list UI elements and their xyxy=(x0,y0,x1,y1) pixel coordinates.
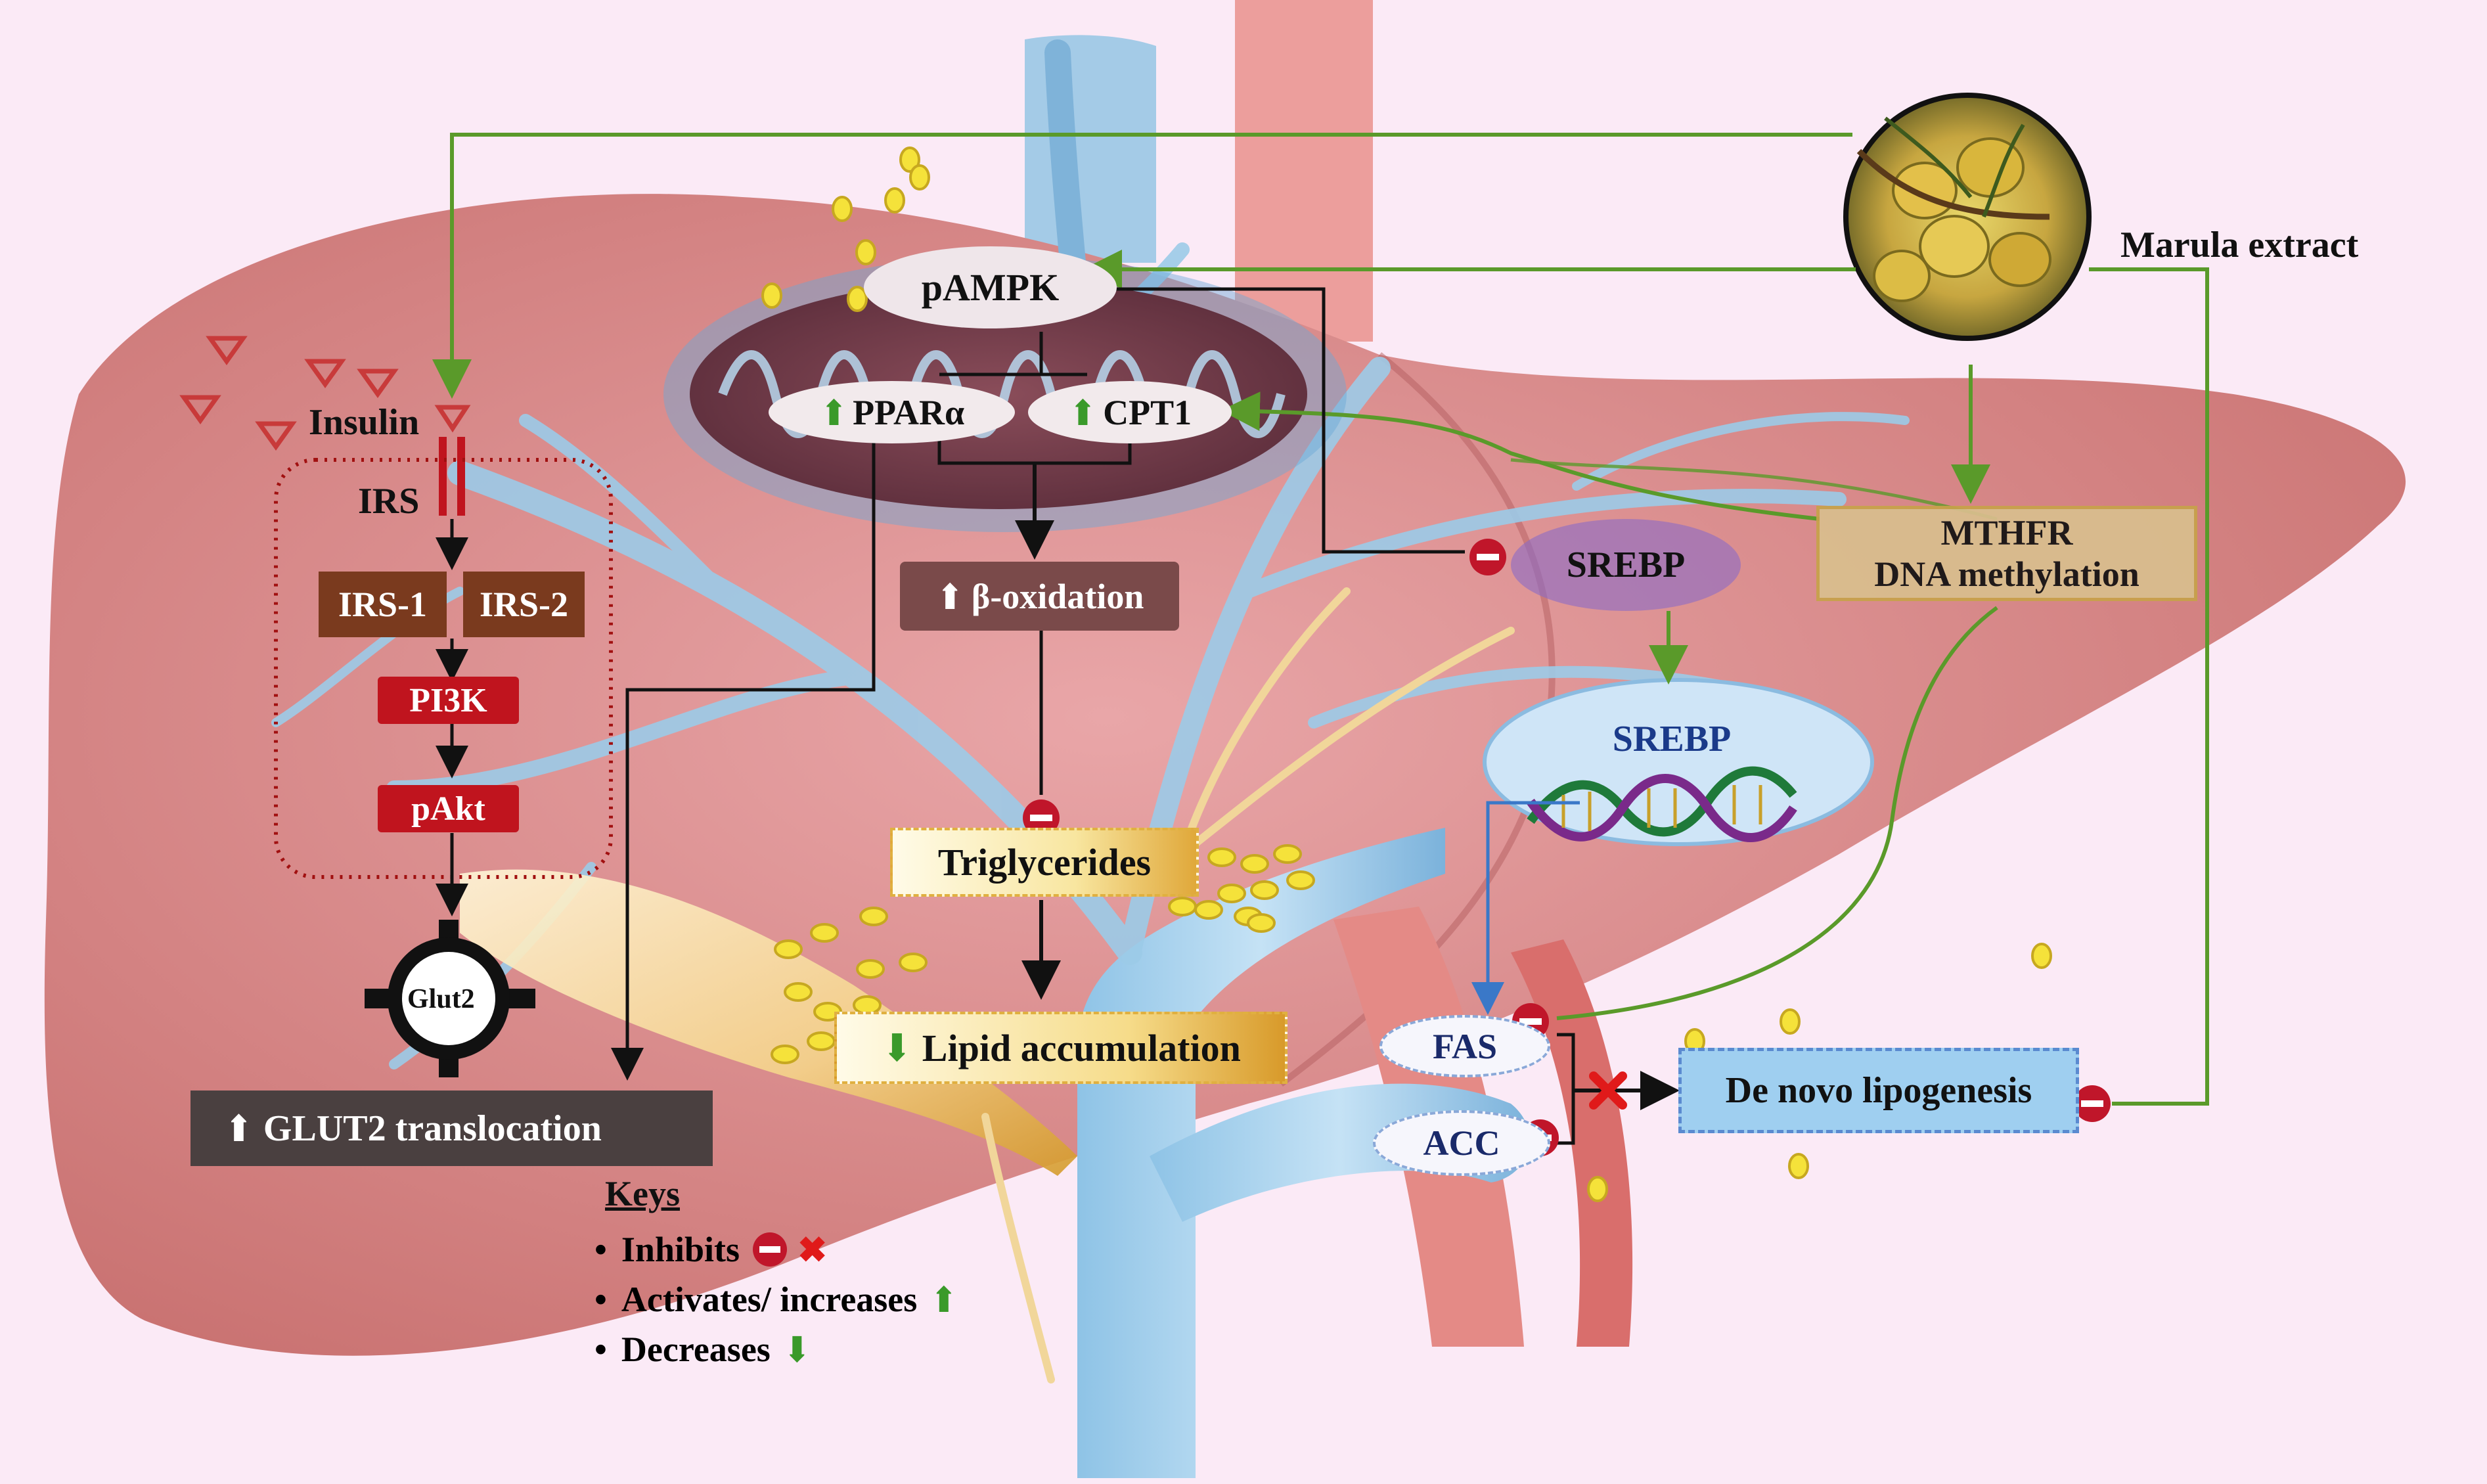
legend-title: Keys xyxy=(605,1174,680,1213)
fas-ellipse: FAS xyxy=(1379,1015,1550,1077)
up-arrow-icon: ⬆ xyxy=(935,577,965,617)
inhibit-icons xyxy=(1023,539,2111,1156)
legend-item-activates: • Activates/ increases ⬆ xyxy=(594,1274,959,1324)
receptor-bar-right xyxy=(457,437,465,516)
legend: Keys • Inhibits ✖ • Activates/ increases… xyxy=(594,1176,959,1370)
glut2-translocation-box: ⬆ GLUT2 translocation xyxy=(190,1091,713,1166)
pampk-label: pAMPK xyxy=(921,266,1060,309)
down-arrow-icon: ⬇ xyxy=(782,1330,813,1370)
up-arrow-icon: ⬆ xyxy=(223,1108,254,1150)
srebp-protein-label-wrap: SREBP xyxy=(1524,539,1728,591)
bile-ducts xyxy=(981,587,1515,1383)
lipid-accumulation-box: ⬇ Lipid accumulation xyxy=(834,1012,1288,1084)
down-arrow-icon: ⬇ xyxy=(881,1027,913,1069)
legend-activates-label: Activates/ increases xyxy=(621,1280,918,1319)
bullet-icon: • xyxy=(594,1230,607,1269)
acc-ellipse: ACC xyxy=(1373,1110,1550,1176)
arrow-ppar-to-glut2 xyxy=(611,434,876,1081)
srebp-protein-shape xyxy=(1511,519,1741,611)
irs2-label: IRS-2 xyxy=(479,585,569,624)
legend-decreases-label: Decreases xyxy=(621,1330,771,1369)
mthfr-label: MTHFR xyxy=(1940,513,2073,553)
arrow-mthfr-to-cpt1 xyxy=(1221,392,1820,521)
insulin-triangle-icons xyxy=(179,336,471,451)
dna-methylation-label: DNA methylation xyxy=(1874,554,2140,594)
arrow-marula-to-insulin xyxy=(432,133,1852,399)
glut2-transporter-icon xyxy=(365,920,535,1077)
pi3k-box: PI3K xyxy=(378,677,519,724)
legend-item-decreases: • Decreases ⬇ xyxy=(594,1324,959,1374)
up-arrow-icon: ⬆ xyxy=(1067,393,1098,433)
triglycerides-box: Triglycerides xyxy=(890,828,1199,897)
srebp-dna-label-wrap: SREBP xyxy=(1573,716,1770,762)
beta-oxidation-box: ⬆ β-oxidation xyxy=(900,562,1179,631)
insulin-label: Insulin xyxy=(309,402,420,443)
bullet-icon: • xyxy=(594,1280,607,1319)
line-marula-to-lipogenesis xyxy=(2089,267,2209,1106)
aorta-shape xyxy=(1235,0,1373,342)
lipogenesis-label: De novo lipogenesis xyxy=(1725,1070,2032,1111)
irs1-label: IRS-1 xyxy=(338,585,428,624)
line-pampk-to-srebp xyxy=(1094,287,1465,554)
triglycerides-label: Triglycerides xyxy=(937,841,1152,884)
lipid-droplet-icons xyxy=(761,146,2052,1202)
lipid-accumulation-label: Lipid accumulation xyxy=(922,1026,1241,1069)
glut2-label: Glut2 xyxy=(407,984,475,1014)
srebp-dna-label: SREBP xyxy=(1612,719,1732,759)
pakt-label: pAkt xyxy=(411,790,485,828)
receptor-bar-left xyxy=(439,437,447,516)
pakt-box: pAkt xyxy=(378,785,519,832)
acc-label: ACC xyxy=(1423,1123,1500,1163)
up-arrow-icon: ⬆ xyxy=(929,1280,959,1320)
cpt1-ellipse: ⬆ CPT1 xyxy=(1028,381,1232,443)
bullet-icon: • xyxy=(594,1330,607,1369)
fas-label: FAS xyxy=(1432,1026,1497,1066)
gallbladder-shape xyxy=(460,869,1077,1176)
vena-cava-top xyxy=(1025,35,1156,263)
signaling-cascade-box xyxy=(274,458,613,879)
irs-label: IRS xyxy=(358,481,420,522)
irs1-box: IRS-1 xyxy=(319,572,447,637)
cpt1-label: CPT1 xyxy=(1103,392,1192,432)
irs2-box: IRS-2 xyxy=(463,572,585,637)
up-arrow-icon: ⬆ xyxy=(818,393,849,433)
line-mthfr-to-fas xyxy=(1556,606,1998,1020)
pparalpha-ellipse: ⬆ PPARα xyxy=(769,381,1015,443)
dna-helix-icon xyxy=(1483,678,1874,846)
portal-vein-trunk xyxy=(1077,828,1445,1478)
glut2-translocation-label: GLUT2 translocation xyxy=(263,1108,602,1149)
mthfr-box: MTHFR DNA methylation xyxy=(1816,506,2197,601)
pi3k-label: PI3K xyxy=(409,681,487,719)
lipogenesis-box: De novo lipogenesis xyxy=(1678,1048,2079,1133)
legend-inhibits-label: Inhibits xyxy=(621,1230,740,1269)
line-marula-cross xyxy=(1510,458,1998,521)
srebp-protein-label: SREBP xyxy=(1566,545,1686,585)
marula-extract-label: Marula extract xyxy=(2120,225,2359,265)
legend-item-inhibits: • Inhibits ✖ xyxy=(594,1225,959,1274)
inhibit-icon xyxy=(753,1232,788,1267)
pparalpha-label: PPARα xyxy=(853,392,965,432)
beta-oxidation-label: β-oxidation xyxy=(971,576,1144,616)
marula-fruit-icon xyxy=(1843,93,2092,341)
block-x-icon xyxy=(1589,1071,1627,1110)
pampk-ellipse: pAMPK xyxy=(864,246,1117,328)
arrow-dna-to-fas xyxy=(1471,801,1580,1015)
block-x-icon: ✖ xyxy=(797,1230,828,1270)
